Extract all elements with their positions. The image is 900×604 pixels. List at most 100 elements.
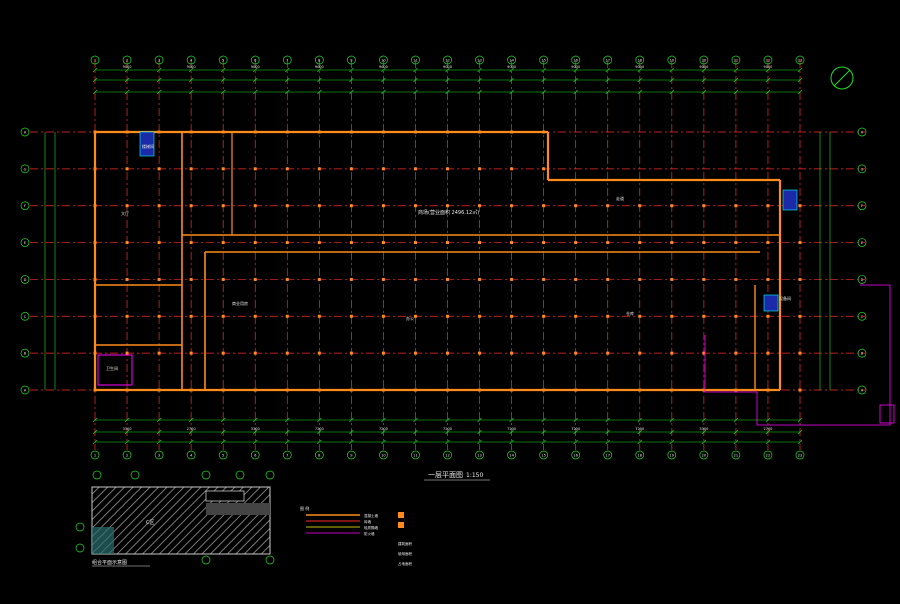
axis-bubble-col-label: 21	[734, 59, 739, 63]
column	[189, 204, 193, 208]
column	[157, 277, 161, 281]
dim-tick	[188, 77, 194, 83]
dim-text-top: 9000	[443, 65, 452, 69]
column	[542, 241, 546, 245]
axis-bubble-row-label: E	[24, 241, 27, 245]
dim-tick	[509, 89, 514, 95]
column	[638, 388, 642, 392]
column	[510, 314, 514, 318]
dim-text-bottom: 7200	[571, 427, 580, 431]
dim-text-bottom: 7200	[443, 427, 452, 431]
detail-box	[879, 404, 895, 424]
dim-tick	[765, 439, 771, 445]
column	[446, 130, 449, 134]
axis-bubble-col-label: 1	[94, 454, 96, 458]
room-label: 走道	[616, 195, 624, 201]
dim-tick	[285, 439, 290, 445]
column	[221, 167, 225, 171]
dim-tick	[413, 67, 418, 73]
dim-tick	[733, 67, 739, 73]
axis-bubble-col-label: 10	[381, 59, 386, 63]
column	[702, 351, 706, 355]
dim-tick	[509, 77, 514, 83]
dim-tick	[701, 417, 707, 423]
dim-tick	[349, 89, 354, 95]
column	[221, 241, 225, 245]
dim-tick	[509, 439, 514, 445]
column	[413, 167, 417, 171]
axis-bubble-col	[282, 450, 292, 460]
dim-tick	[285, 67, 290, 73]
dim-tick	[413, 439, 418, 445]
dim-tick	[317, 77, 322, 83]
axis-bubble-row	[857, 127, 867, 137]
dim-tick	[381, 89, 386, 95]
column	[542, 388, 546, 392]
column	[349, 130, 353, 134]
dim-tick	[669, 417, 675, 423]
column	[766, 204, 770, 208]
column	[734, 388, 738, 392]
column	[381, 277, 385, 281]
axis-bubble-col	[314, 450, 324, 460]
dim-tick	[669, 439, 675, 445]
column	[221, 277, 225, 281]
axis-bubble-col-label: 5	[222, 454, 224, 458]
dim-tick	[733, 77, 739, 83]
dim-tick	[573, 417, 578, 423]
axis-bubble-row	[20, 385, 30, 395]
column	[157, 314, 161, 318]
dim-tick	[285, 77, 290, 83]
axis-bubble-col-label: 11	[413, 454, 418, 458]
column	[798, 204, 802, 208]
column	[253, 388, 257, 392]
axis-bubble-col-label: 1	[94, 59, 96, 63]
axis-bubble-col	[667, 55, 677, 65]
column	[93, 314, 97, 318]
stair-right	[782, 189, 798, 211]
dim-tick	[605, 67, 610, 73]
dim-tick	[317, 429, 322, 435]
column	[478, 351, 482, 355]
dim-tick	[605, 89, 610, 95]
axis-bubble-row	[20, 348, 30, 358]
axis-bubble-row	[857, 348, 867, 358]
column	[670, 314, 674, 318]
column	[381, 241, 385, 245]
dim-text-bottom: 2700	[763, 427, 772, 431]
axis-bubble-row	[20, 238, 30, 247]
dim-tick	[669, 77, 675, 83]
column	[93, 388, 97, 392]
axis-bubble-col	[763, 450, 773, 460]
column	[93, 130, 97, 134]
axis-bubble-col-label: 8	[318, 454, 321, 458]
room-label: 仓库	[626, 310, 634, 316]
axis-bubble-col-label: 15	[541, 454, 546, 458]
column	[734, 241, 738, 245]
axis-bubble-row	[20, 164, 30, 174]
dim-tick	[253, 439, 258, 445]
column	[510, 204, 514, 208]
dim-tick	[541, 89, 546, 95]
dim-tick	[188, 417, 194, 423]
legend-title: 图 例	[300, 505, 309, 511]
dim-tick	[733, 89, 739, 95]
axis-bubble-col-label: 2	[126, 454, 128, 458]
axis-bubble-col	[122, 55, 132, 65]
axis-bubble-col-label: 22	[766, 59, 771, 63]
axis-bubble-col	[218, 450, 228, 460]
column	[478, 314, 482, 318]
axis-bubble-col-label: 16	[573, 59, 578, 63]
dim-tick	[381, 417, 386, 423]
axis-bubble-row	[857, 275, 867, 284]
legend-item-4: 防火墙	[364, 531, 375, 536]
axis-bubble-col-label: 5	[222, 59, 224, 63]
toilet-zone	[97, 354, 133, 386]
axis-bubble-row	[20, 275, 30, 284]
dim-tick	[573, 429, 578, 435]
axis-bubble-col-label: 21	[734, 454, 739, 458]
dim-tick	[605, 429, 610, 435]
dim-tick	[637, 89, 642, 95]
column	[670, 204, 674, 208]
axis-bubble-row	[857, 164, 867, 174]
